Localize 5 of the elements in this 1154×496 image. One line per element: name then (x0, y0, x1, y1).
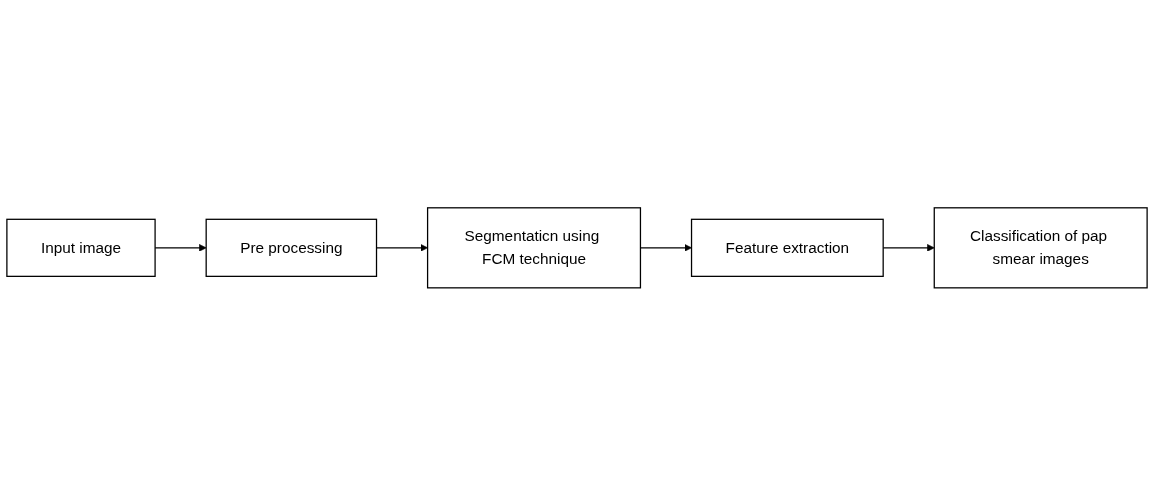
node-box: Input image (6, 218, 156, 278)
node-box: Feature extraction (690, 218, 884, 278)
node-box: Pre processing (205, 218, 378, 278)
node-box: Segmentaticn using FCM technique (426, 207, 642, 289)
node-box: Classification of pap smear images (933, 207, 1148, 289)
